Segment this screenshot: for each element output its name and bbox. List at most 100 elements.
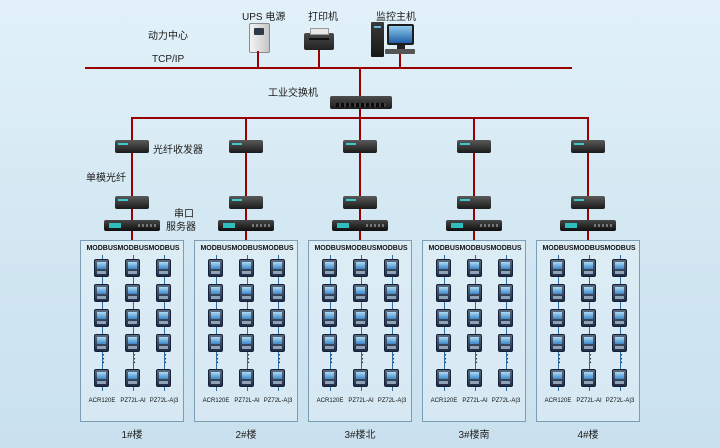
power-meter-icon	[353, 259, 368, 277]
power-meter-icon	[208, 309, 223, 327]
single-mode-fiber-line	[473, 153, 475, 196]
single-mode-fiber-line	[245, 153, 247, 196]
branch-drop-line	[473, 119, 475, 140]
power-meter-icon	[436, 309, 451, 327]
continuation-ellipsis: ⋮	[98, 353, 109, 365]
power-meter-icon	[156, 309, 171, 327]
power-meter-icon	[270, 259, 285, 277]
serial-server-label-line2: 服务器	[166, 222, 196, 233]
continuation-ellipsis: ⋮	[243, 353, 254, 365]
power-meter-icon	[467, 309, 482, 327]
meter-model-label: PZ72L-AI	[234, 398, 260, 404]
power-meter-icon	[612, 284, 627, 302]
power-meter-icon	[467, 334, 482, 352]
power-meter-icon	[239, 334, 254, 352]
continuation-ellipsis: ⋮	[160, 353, 171, 365]
power-meter-icon	[353, 284, 368, 302]
single-mode-fiber-label: 单模光纤	[86, 173, 126, 184]
serial-server-label: 串口 服务器	[166, 208, 196, 234]
power-meter-icon	[612, 309, 627, 327]
switch-downlink-line	[359, 109, 361, 117]
power-meter-icon	[239, 259, 254, 277]
power-meter-icon	[498, 309, 513, 327]
switch-label: 工业交换机	[268, 88, 318, 99]
meter-model-label: PZ72L-A|3	[491, 398, 521, 404]
power-meter-icon	[384, 284, 399, 302]
meter-model-label: PZ72L-AI	[120, 398, 146, 404]
power-meter-icon	[612, 334, 627, 352]
power-meter-icon	[239, 309, 254, 327]
group-link-line	[359, 231, 361, 240]
single-mode-fiber-line	[131, 153, 133, 196]
continuation-ellipsis: ⋮	[440, 353, 451, 365]
power-meter-icon	[270, 334, 285, 352]
power-meter-icon	[467, 284, 482, 302]
power-meter-icon	[208, 369, 223, 387]
modbus-bus-label: MODBUS	[345, 245, 377, 252]
host-tower-icon	[371, 22, 384, 57]
power-meter-icon	[239, 284, 254, 302]
power-meter-icon	[156, 259, 171, 277]
power-center-label: 动力中心	[148, 31, 188, 42]
meter-model-label: PZ72L-A|3	[377, 398, 407, 404]
power-meter-icon	[384, 309, 399, 327]
power-meter-icon	[612, 259, 627, 277]
industrial-switch-icon	[330, 96, 392, 109]
power-meter-icon	[125, 284, 140, 302]
serial-server-icon	[104, 220, 160, 231]
continuation-ellipsis: ⋮	[388, 353, 399, 365]
printer-label: 打印机	[308, 12, 338, 23]
group-link-line	[473, 231, 475, 240]
modbus-bus-label: MODBUS	[573, 245, 605, 252]
host-link-line	[399, 54, 401, 67]
serial-link-line	[245, 209, 247, 220]
power-meter-icon	[94, 309, 109, 327]
fiber-transceiver-icon	[115, 196, 149, 209]
modbus-bus-label: MODBUS	[459, 245, 491, 252]
serial-server-icon	[560, 220, 616, 231]
group-link-line	[245, 231, 247, 240]
modbus-bus-label: MODBUS	[117, 245, 149, 252]
power-meter-icon	[125, 369, 140, 387]
power-meter-icon	[384, 369, 399, 387]
modbus-bus-label: MODBUS	[428, 245, 460, 252]
power-meter-icon	[581, 369, 596, 387]
power-meter-icon	[125, 309, 140, 327]
power-meter-icon	[94, 284, 109, 302]
power-meter-icon	[581, 284, 596, 302]
power-meter-icon	[270, 309, 285, 327]
meter-model-label: ACR120E	[430, 398, 458, 404]
power-meter-icon	[550, 369, 565, 387]
branch-bus-line	[131, 117, 589, 119]
continuation-ellipsis: ⋮	[585, 353, 596, 365]
continuation-ellipsis: ⋮	[502, 353, 513, 365]
power-meter-icon	[581, 259, 596, 277]
fiber-transceiver-icon	[457, 140, 491, 153]
meter-model-label: PZ72L-A|3	[149, 398, 179, 404]
power-meter-icon	[353, 369, 368, 387]
continuation-ellipsis: ⋮	[212, 353, 223, 365]
power-meter-icon	[156, 369, 171, 387]
power-meter-icon	[125, 259, 140, 277]
serial-server-label-line1: 串口	[174, 209, 194, 220]
power-meter-icon	[384, 334, 399, 352]
serial-server-icon	[332, 220, 388, 231]
serial-server-icon	[446, 220, 502, 231]
fiber-transceiver-icon	[343, 140, 377, 153]
power-meter-icon	[550, 284, 565, 302]
meter-model-label: PZ72L-AI	[348, 398, 374, 404]
printer-link-line	[318, 50, 320, 67]
single-mode-fiber-line	[359, 153, 361, 196]
power-meter-icon	[94, 369, 109, 387]
ups-link-line	[257, 51, 259, 67]
power-meter-icon	[239, 369, 254, 387]
power-meter-icon	[550, 259, 565, 277]
power-meter-icon	[498, 259, 513, 277]
power-meter-icon	[436, 369, 451, 387]
meter-model-label: PZ72L-A|3	[605, 398, 635, 404]
continuation-ellipsis: ⋮	[129, 353, 140, 365]
single-mode-fiber-line	[587, 153, 589, 196]
